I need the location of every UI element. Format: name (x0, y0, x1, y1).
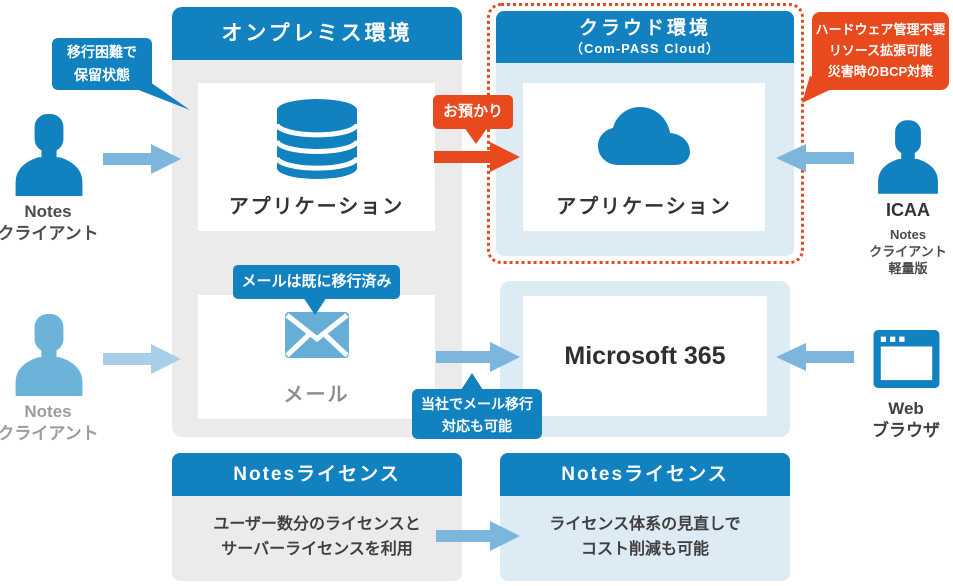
license-panel-cloud: Notesライセンス ライセンス体系の見直しで コスト削減も可能 (500, 453, 790, 581)
mail-icon (284, 312, 349, 358)
callout-tail (802, 76, 838, 103)
license-onprem-title: Notesライセンス (172, 453, 462, 496)
person-icon (15, 314, 83, 396)
arrow-mail-to-m365 (436, 342, 520, 372)
cloud-panel-title: クラウド環境 （Com-PASS Cloud） (496, 11, 794, 63)
arrow-app-to-cloud (434, 142, 520, 172)
callout-tail (464, 127, 488, 144)
arrow-browser-to-m365 (776, 343, 854, 371)
m365-card: Microsoft 365 (523, 296, 767, 416)
license-onprem-line2: サーバーライセンスを利用 (221, 541, 413, 558)
database-icon (274, 99, 359, 179)
cloud-panel: クラウド環境 （Com-PASS Cloud） アプリケーション (496, 11, 794, 256)
callout-mail-migrated: メールは既に移行済み (233, 265, 400, 315)
arrow-client-to-mail (103, 344, 181, 374)
onprem-application-card: アプリケーション (198, 83, 435, 231)
person-icon (15, 114, 83, 196)
cloud-icon (598, 107, 690, 165)
icaa-sub-label: Notes クライアント 軽量版 (869, 227, 947, 276)
browser-icon (873, 330, 940, 388)
callout-migration-hold: 移行困難で 保留状態 (52, 38, 190, 110)
license-cloud-line1: ライセンス体系の見直しで (549, 516, 741, 533)
callout-entrust: お預かり (433, 95, 513, 144)
arrow-license-to-license (436, 521, 520, 551)
cloud-application-card: アプリケーション (523, 83, 765, 231)
callout-tail (303, 297, 327, 315)
cloud-title-sub: （Com-PASS Cloud） (569, 41, 721, 56)
icaa-title: ICAA (886, 200, 930, 220)
person-icon (878, 120, 938, 194)
callout-cloud-benefits: ハードウェア管理不要 リソース拡張可能 災害時のBCP対策 (802, 12, 949, 103)
m365-label: Microsoft 365 (564, 341, 726, 370)
notes-client-top-label: Notes クライアント (0, 202, 99, 243)
license-panel-onprem: Notesライセンス ユーザー数分のライセンスと サーバーライセンスを利用 (172, 453, 462, 581)
onprem-mail-label: メール (283, 384, 350, 406)
cloud-application-label: アプリケーション (556, 196, 732, 218)
onprem-panel-title: オンプレミス環境 (172, 7, 462, 60)
m365-panel: Microsoft 365 (500, 281, 790, 437)
arrow-icaa-to-cloud (776, 144, 854, 172)
license-cloud-title: Notesライセンス (500, 453, 790, 496)
cloud-highlight-border (487, 3, 804, 264)
license-onprem-line1: ユーザー数分のライセンスと (213, 516, 421, 533)
callout-tail (118, 82, 190, 110)
license-cloud-line2: コスト削減も可能 (580, 541, 709, 558)
arrow-client-to-app (103, 144, 181, 174)
cloud-title-main: クラウド環境 (578, 18, 711, 39)
web-browser-label: Web ブラウザ (872, 399, 940, 440)
onprem-panel: オンプレミス環境 アプリケーション (172, 7, 462, 437)
callout-mail-support: 当社でメール移行 対応も可能 (412, 373, 542, 439)
notes-client-bottom-label: Notes クライアント (0, 402, 99, 443)
callout-tail (461, 373, 483, 390)
onprem-application-label: アプリケーション (228, 196, 405, 218)
onprem-mail-card: メール (198, 295, 435, 419)
